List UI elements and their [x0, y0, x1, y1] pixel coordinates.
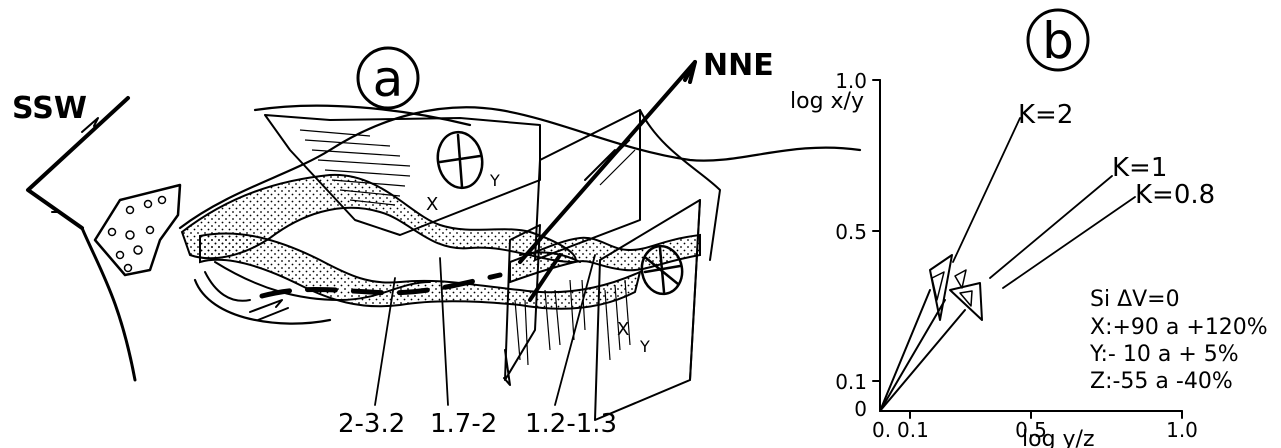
ellipse-upper-y-label: Y	[489, 171, 500, 190]
lineation-hatch-upper	[299, 129, 411, 206]
nne-label: NNE	[703, 48, 774, 83]
stippled-layer-middle	[199, 232, 642, 310]
ellipse-upper-x-label: X	[426, 194, 438, 215]
b-xtick-3: 0.5	[1015, 418, 1047, 442]
panel-b-letter: b	[1042, 12, 1074, 70]
strain-ellipse-lower	[640, 244, 684, 296]
panel-a: a SSW	[12, 46, 862, 439]
b-y-axis-label: log x/y	[790, 89, 864, 114]
legend-y: Y:- 10 a + 5%	[1089, 342, 1239, 367]
k-label-08: K=0.8	[1135, 180, 1215, 210]
k-label-1: K=1	[1112, 153, 1167, 183]
legend-title: Si ΔV=0	[1090, 287, 1180, 312]
ssw-label: SSW	[12, 91, 87, 126]
b-xtick-4: 1.0	[1166, 418, 1198, 442]
b-ytick-1: 1.0	[835, 69, 867, 93]
b-xtick-2: 0.1	[897, 418, 929, 442]
nne-shear-arrows	[503, 149, 616, 386]
dashed-thrust	[259, 272, 503, 299]
panel-a-circle	[356, 46, 420, 110]
conglomerate-block	[80, 183, 182, 382]
conglomerate-pebbles	[107, 195, 167, 273]
ssw-shear-arrows	[39, 117, 99, 213]
ratio-leaders	[374, 254, 596, 406]
panel-a-letter: a	[373, 50, 404, 108]
ratio-label-1: 2-3.2	[338, 409, 405, 439]
nne-fault-zone	[504, 109, 721, 421]
b-axes	[872, 79, 1183, 419]
b-xtick-1: 0.	[872, 418, 891, 442]
k-lines	[952, 117, 1136, 289]
ratio-label-2: 1.7-2	[430, 409, 497, 439]
panel-b: b 1.0 0.5 0.1 0 0. 0.1 0.5 1.0 log x/y l…	[790, 8, 1268, 448]
b-ytick-3: 0.1	[835, 370, 867, 394]
strain-ellipse-upper	[436, 130, 484, 190]
legend-z: Z:-55 a -40%	[1090, 369, 1233, 394]
b-ytick-4: 0	[854, 397, 867, 421]
ellipse-lower-y-label: Y	[639, 337, 650, 356]
b-x-axis-label: log y/z	[1022, 427, 1095, 448]
ratio-label-3: 1.2-1.3	[525, 409, 617, 439]
k-label-2: K=2	[1018, 100, 1073, 130]
thrust-arrows	[249, 299, 289, 321]
ellipse-lower-x-label: X	[617, 319, 629, 340]
stippled-layer-fault	[509, 233, 701, 284]
fault-hatch	[514, 139, 636, 366]
legend-x: X:+90 a +120%	[1090, 315, 1268, 340]
strain-triangles	[879, 254, 983, 412]
b-ytick-2: 0.5	[835, 220, 867, 244]
panel-b-circle	[1026, 8, 1090, 72]
ssw-fault	[26, 96, 130, 230]
